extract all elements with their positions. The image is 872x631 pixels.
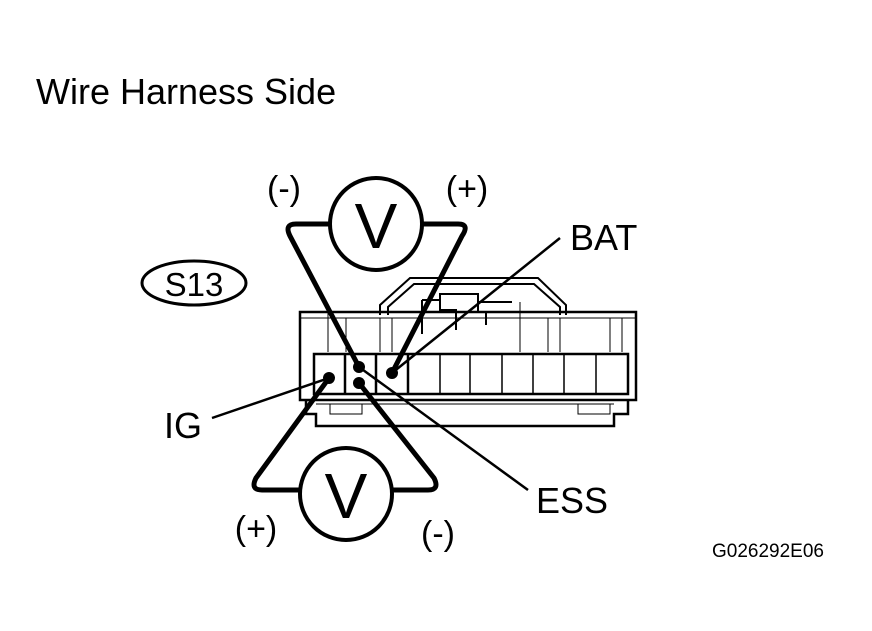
terminal-label-ess: ESS — [536, 480, 608, 521]
voltmeter-bottom-symbol: V — [325, 460, 368, 532]
figure-code: G026292E06 — [712, 541, 824, 562]
voltmeter-top-pos-label: (+) — [446, 170, 489, 208]
terminal-label-ig: IG — [164, 405, 202, 446]
connector-body — [298, 277, 638, 428]
leader-lines — [211, 237, 561, 492]
voltmeter-bottom: V (+) (-) — [235, 375, 455, 553]
diagram-title: Wire Harness Side — [36, 71, 336, 112]
connector-code-text: S13 — [165, 266, 224, 303]
leader-ess — [358, 365, 529, 492]
voltmeter-top: V (-) (+) — [267, 170, 489, 376]
terminal-label-bat: BAT — [570, 217, 637, 258]
leader-bat — [391, 237, 561, 374]
voltmeter-top-symbol: V — [355, 190, 398, 262]
voltmeter-bottom-pos-label: (+) — [235, 510, 278, 548]
voltmeter-top-neg-label: (-) — [267, 170, 301, 208]
voltmeter-bottom-neg-label: (-) — [421, 515, 455, 553]
leader-ig — [211, 376, 330, 420]
connector-code-badge: S13 — [140, 259, 248, 307]
